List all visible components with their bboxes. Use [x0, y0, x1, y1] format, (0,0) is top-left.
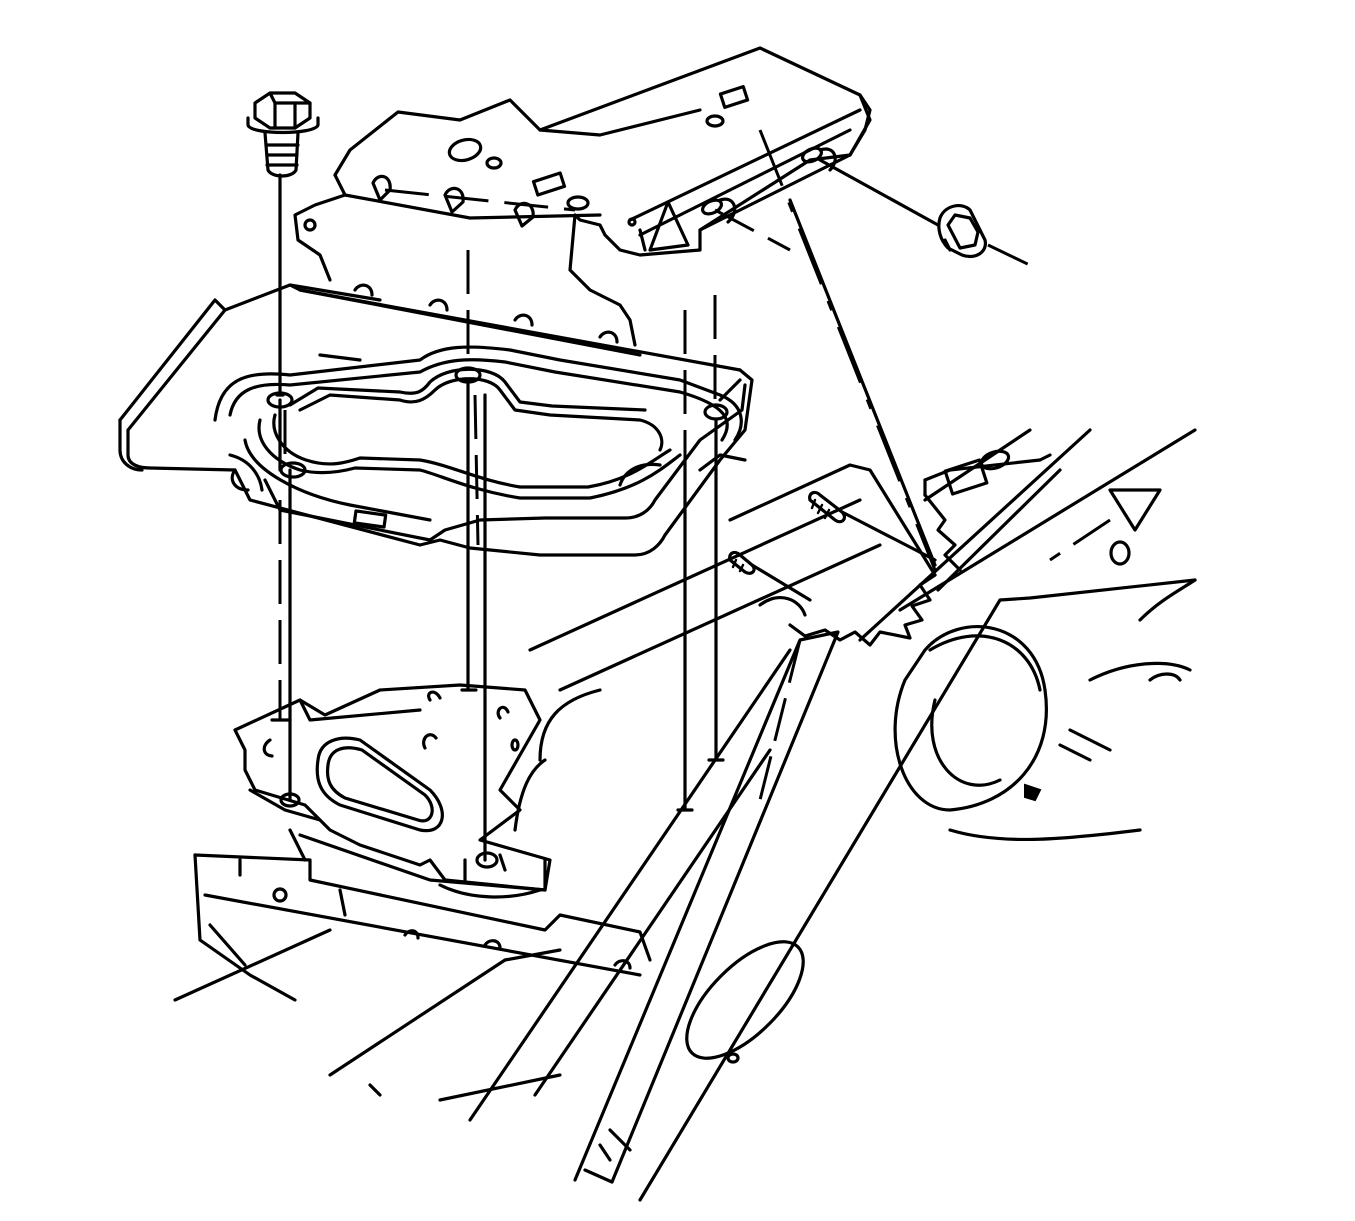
triangle-arrow-icon	[1049, 488, 1162, 562]
nut-icon	[937, 203, 987, 259]
frame-cutaway	[728, 428, 1052, 647]
lower-frame-mount	[193, 683, 652, 1002]
alignment-lines	[266, 129, 1041, 869]
bolt-icon	[246, 91, 320, 178]
vehicle-frame-rail	[173, 428, 1197, 1202]
tray-plate	[118, 283, 754, 557]
